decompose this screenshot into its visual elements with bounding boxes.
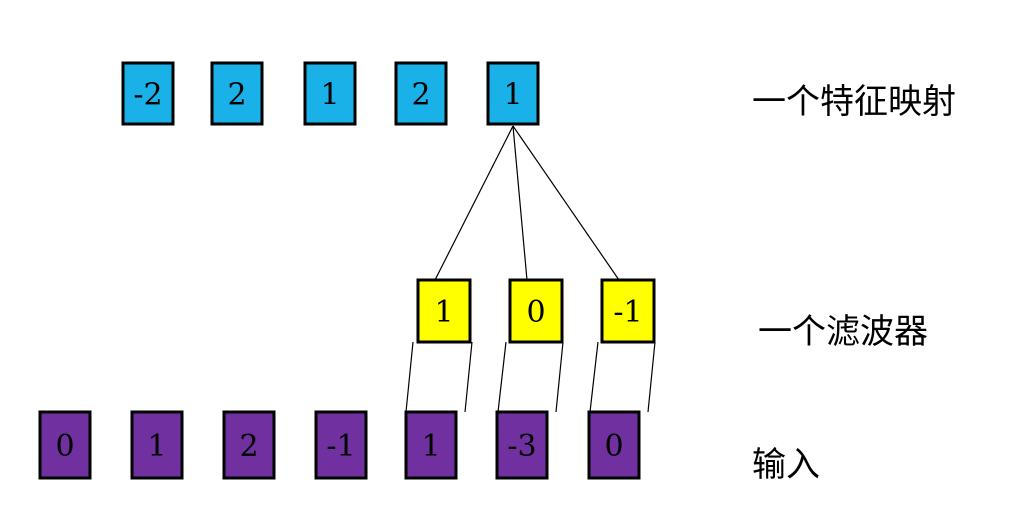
- connector-fm-filter-0: [434, 125, 514, 281]
- feature-map-cell-value: 1: [320, 78, 339, 113]
- input-cell-value: 2: [239, 429, 258, 464]
- filter-cell-box: [508, 278, 564, 344]
- filter-label: 一个滤波器: [758, 312, 928, 352]
- connector-filter-input-0a: [405, 341, 414, 413]
- connector-fm-filter-1: [512, 125, 528, 281]
- connector-filter-input-1a: [497, 341, 507, 413]
- feature-map-cell-box: [486, 61, 540, 126]
- connector-filter-input-2a: [589, 341, 599, 413]
- cells: -2 2 1 2 1 1 0 -1 0 1 2 -1 1 -3 0: [38, 61, 656, 480]
- input-cell-value: -3: [507, 429, 536, 464]
- input-cell-box: [222, 410, 276, 480]
- input-cell-box: [495, 410, 549, 480]
- filter-cell-box: [416, 278, 472, 344]
- feature-map-cell-value: -2: [133, 78, 162, 113]
- input-cell-box: [587, 410, 641, 480]
- input-cell-value: 0: [55, 429, 74, 464]
- feature-map-cell-value: 1: [503, 78, 522, 113]
- feature-map-cell-value: 2: [411, 78, 430, 113]
- input-cell-box: [38, 410, 92, 480]
- input-cell-box: [404, 410, 458, 480]
- input-cell-value: 1: [421, 429, 440, 464]
- feature-map-cell-box: [394, 61, 448, 126]
- feature-map-label: 一个特征映射: [752, 82, 956, 122]
- input-label: 输入: [752, 445, 820, 485]
- connector-fm-filter-2: [512, 125, 620, 281]
- input-cell-value: -1: [326, 429, 355, 464]
- filter-cell-box: [600, 278, 656, 344]
- filter-cell-value: 0: [526, 295, 545, 330]
- feature-map-cell-box: [303, 61, 357, 126]
- input-cell-value: 1: [147, 429, 166, 464]
- connector-filter-input-2b: [647, 341, 656, 413]
- feature-map-cell-box: [121, 61, 175, 126]
- filter-cell-value: 1: [434, 295, 453, 330]
- input-cell-box: [130, 410, 184, 480]
- connector-filter-input-1b: [555, 341, 564, 413]
- feature-map-cell-value: 2: [227, 78, 246, 113]
- feature-map-cell-box: [210, 61, 264, 126]
- connector-filter-input-0b: [464, 341, 473, 413]
- input-cell-box: [314, 410, 368, 480]
- filter-cell-value: -1: [613, 295, 642, 330]
- connection-lines: [405, 125, 656, 413]
- input-cell-value: 0: [604, 429, 623, 464]
